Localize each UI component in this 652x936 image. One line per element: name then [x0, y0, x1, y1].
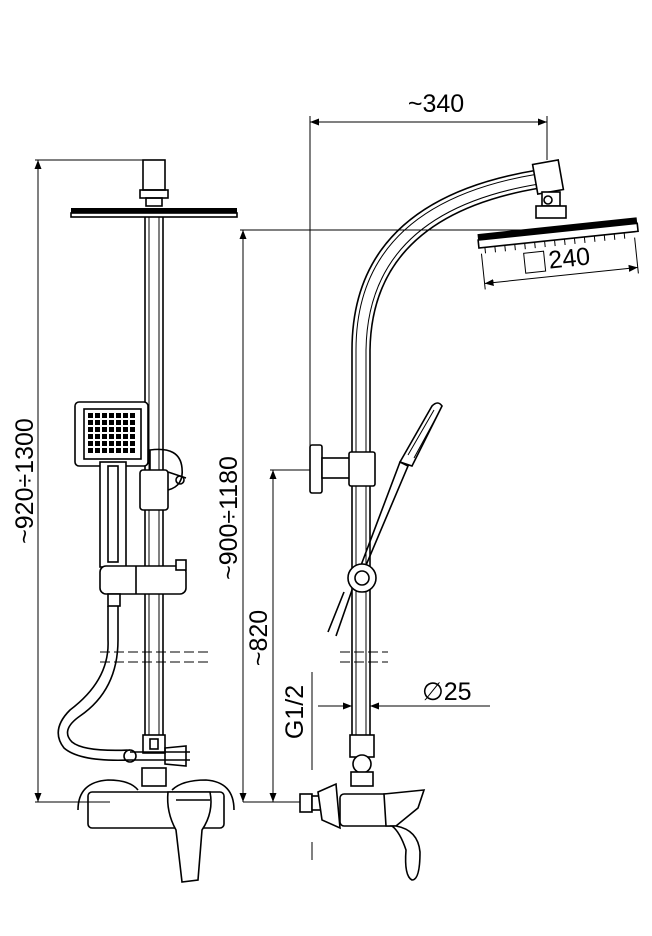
connection-thread-label: G1/2 — [281, 685, 309, 739]
side-riser-pipe — [351, 486, 371, 738]
side-curved-arm — [351, 169, 541, 460]
dim-outlet-height: ~820 — [245, 469, 320, 802]
nozzle — [102, 420, 107, 425]
nozzle — [95, 420, 100, 425]
nozzle — [116, 441, 121, 446]
nozzle — [130, 413, 135, 418]
nozzle — [88, 441, 93, 446]
nozzle — [116, 427, 121, 432]
side-diverter — [349, 734, 375, 787]
nozzle — [95, 434, 100, 439]
nozzle — [130, 420, 135, 425]
nozzle — [95, 413, 100, 418]
side-slider — [347, 563, 377, 593]
nozzle — [88, 413, 93, 418]
nozzle — [123, 441, 128, 446]
nozzle — [102, 427, 107, 432]
side-view: ~340 240 — [299, 90, 639, 881]
front-view — [35, 159, 238, 883]
nozzle — [95, 448, 100, 453]
nozzle — [109, 413, 114, 418]
nozzle — [116, 413, 121, 418]
head-size-label: 240 — [547, 242, 591, 274]
nozzle — [123, 420, 128, 425]
front-hand-shower — [74, 401, 149, 568]
dim-connection-thread: G1/2 — [281, 672, 313, 860]
nozzle — [130, 448, 135, 453]
side-rain-head — [477, 217, 639, 254]
front-mixer — [77, 779, 235, 883]
side-wall-bracket — [309, 444, 376, 494]
nozzle — [88, 448, 93, 453]
nozzle — [123, 427, 128, 432]
square-symbol — [523, 250, 547, 274]
front-hand-shower-nozzles — [88, 413, 135, 453]
nozzle — [88, 420, 93, 425]
dim-head-height: ~900÷1180 — [215, 229, 530, 802]
arm-reach-label: ~340 — [408, 90, 464, 118]
nozzle — [130, 441, 135, 446]
nozzle — [109, 420, 114, 425]
nozzle — [109, 427, 114, 432]
nozzle — [116, 434, 121, 439]
side-arm-connector — [531, 159, 567, 219]
head-height-label: ~900÷1180 — [215, 456, 243, 580]
nozzle — [95, 441, 100, 446]
nozzle — [116, 448, 121, 453]
nozzle — [109, 434, 114, 439]
dim-head-size: 240 — [480, 237, 639, 290]
pipe-diameter-label: ∅25 — [422, 678, 472, 706]
nozzle — [116, 420, 121, 425]
nozzle — [123, 434, 128, 439]
dim-total-height: ~920÷1300 — [11, 159, 143, 802]
nozzle — [130, 434, 135, 439]
nozzle — [123, 413, 128, 418]
dim-pipe-diameter: ∅25 — [318, 678, 490, 710]
front-top-connector — [139, 159, 169, 207]
side-hand-shower — [327, 402, 443, 637]
nozzle — [95, 427, 100, 432]
nozzle — [109, 441, 114, 446]
front-hose — [57, 606, 131, 762]
nozzle — [102, 441, 107, 446]
front-rain-head — [70, 208, 238, 218]
total-height-label: ~920÷1300 — [11, 418, 39, 544]
nozzle — [102, 413, 107, 418]
nozzle — [130, 427, 135, 432]
front-slider — [99, 559, 187, 607]
nozzle — [88, 427, 93, 432]
side-mixer — [299, 782, 426, 881]
nozzle — [109, 448, 114, 453]
nozzle — [102, 434, 107, 439]
front-holder-knob — [139, 448, 187, 511]
outlet-height-label: ~820 — [245, 610, 273, 666]
nozzle — [123, 448, 128, 453]
nozzle — [88, 434, 93, 439]
nozzle — [102, 448, 107, 453]
dim-arm-reach: ~340 — [309, 90, 548, 465]
front-diverter — [123, 734, 190, 787]
